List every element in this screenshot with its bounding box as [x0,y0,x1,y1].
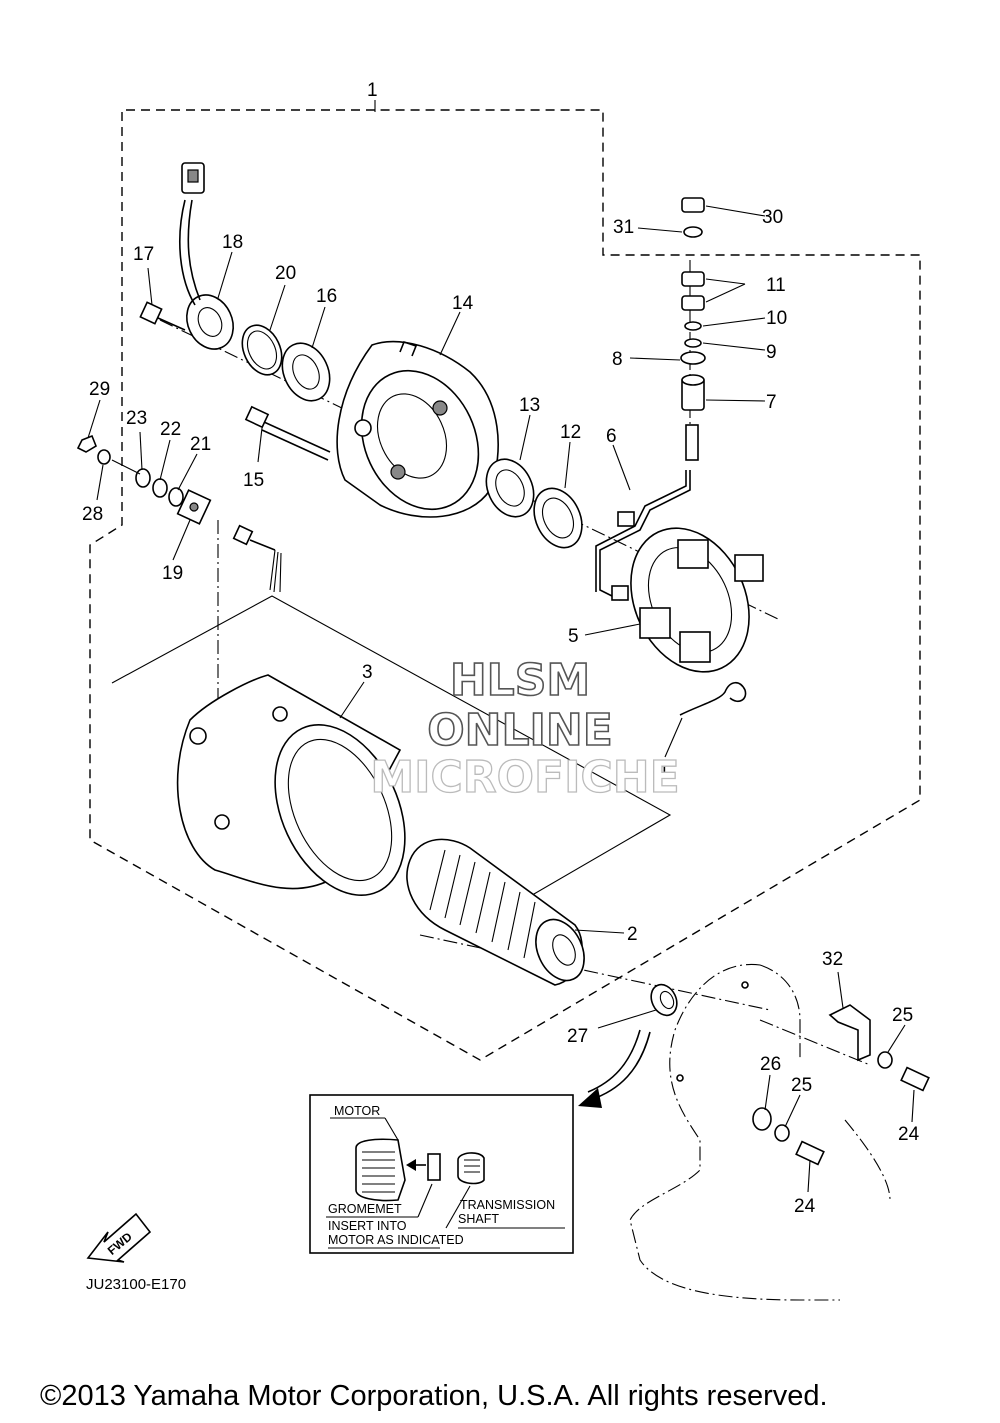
terminal-bolt [232,524,282,593]
inset-grommet-label: GROMEMET [328,1202,402,1216]
svg-text:MICROFICHE: MICROFICHE [370,752,679,803]
inset-shaft-line2: SHAFT [458,1212,499,1226]
callout-16: 16 [316,286,337,307]
callout-27: 27 [567,1026,588,1047]
spring-4 [679,681,747,716]
callout-24b: 24 [794,1196,816,1217]
svg-text:ONLINE: ONLINE [427,705,613,756]
bearing-13 [485,458,535,518]
holder-16 [281,342,331,402]
seal-12 [533,487,583,549]
sensor-ring-18 [179,162,234,350]
copyright-text: ©2013 Yamaha Motor Corporation, U.S.A. A… [40,1380,828,1412]
brush-plate-5 [630,527,764,673]
grommet-27 [650,983,678,1017]
bolt-17 [139,301,186,331]
callout-11: 11 [766,275,786,296]
callout-31: 31 [613,217,634,238]
bolts-24 [676,981,930,1166]
inset-insert-line2: MOTOR AS INDICATED [328,1233,464,1247]
callout-26: 26 [760,1054,781,1075]
watermark: HLSM ONLINE MICROFICHE [370,654,681,803]
callout-22: 22 [160,419,181,440]
callout-25a: 25 [892,1005,913,1026]
callout-25b: 25 [791,1075,812,1096]
axis-line-bottom [419,934,771,1011]
leader-lines [87,205,915,1193]
callout-10: 10 [766,308,787,329]
callout-30: 30 [762,207,783,228]
callout-7: 7 [766,392,777,413]
callout-23: 23 [126,408,147,429]
callout-17: 17 [133,244,154,265]
callout-19: 19 [162,563,183,584]
lead-wire-6 [595,470,691,601]
callout-1: 1 [367,80,378,101]
callout-13: 13 [519,395,540,416]
o-ring-20 [241,324,283,376]
callout-8: 8 [612,349,623,370]
axis-line-bracket [759,1019,871,1066]
terminal-stack [680,197,706,461]
inset-shaft-line1: TRANSMISSION [460,1198,555,1212]
inset-box: MOTOR GROMEMET INSERT INTO MOTOR AS INDI… [309,1094,574,1254]
end-housing-14 [336,340,499,518]
inset-arrow [578,1029,651,1108]
small-hardware [76,434,212,525]
callout-9: 9 [766,342,777,363]
callout-32: 32 [822,949,843,970]
callout-29: 29 [89,379,110,400]
callout-labels: 1 2 3 4 5 6 7 8 9 10 11 12 13 14 15 16 1… [82,80,920,1217]
callout-24a: 24 [898,1124,920,1145]
inset-motor-label: MOTOR [334,1104,380,1118]
callout-3: 3 [362,662,373,683]
fwd-arrow-icon: FWD [86,1212,152,1263]
callout-5: 5 [568,626,579,647]
bracket-32 [828,1004,871,1062]
callout-18: 18 [222,232,243,253]
assembly-boundary [89,109,921,1061]
drawing-code: JU23100-E170 [86,1276,186,1293]
transmission-housing [629,963,891,1301]
callout-4: 4 [657,761,668,782]
callout-12: 12 [560,422,581,443]
callout-20: 20 [275,263,296,284]
inset-insert-line1: INSERT INTO [328,1219,407,1233]
callout-21: 21 [190,434,211,455]
callout-2: 2 [627,924,638,945]
housing-frame [111,595,672,906]
svg-text:HLSM: HLSM [450,655,590,706]
through-bolt-15 [244,405,331,461]
callout-6: 6 [606,426,617,447]
callout-14: 14 [452,293,474,314]
callout-15: 15 [243,470,264,491]
motor-case-3 [176,674,406,896]
callout-28: 28 [82,504,103,525]
armature-2 [406,838,585,986]
